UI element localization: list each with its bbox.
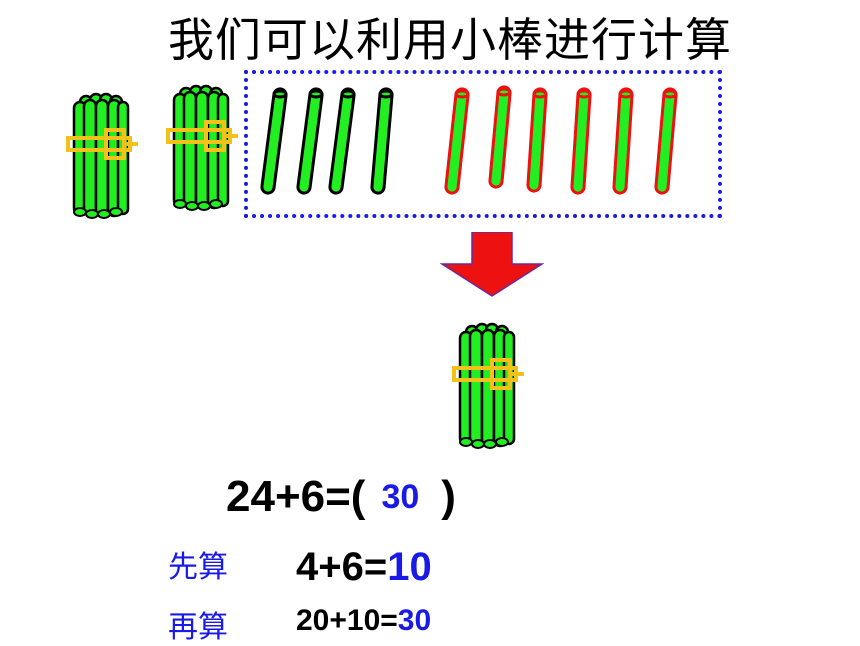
step1-label: 先算	[168, 550, 228, 585]
stick-icon	[328, 87, 356, 195]
dotted-selection-box	[244, 70, 722, 218]
stick-icon	[444, 87, 470, 195]
step2-equation: 20+10=30	[296, 604, 431, 638]
step1-answer: 10	[387, 545, 432, 589]
bundle-icon	[166, 80, 246, 220]
stick-icon	[296, 87, 324, 195]
step2-label: 再算	[168, 610, 228, 645]
bundle-icon	[452, 318, 532, 458]
bundle-icon	[66, 88, 146, 228]
stick-icon	[654, 87, 678, 195]
stick-icon	[526, 87, 548, 193]
step1-equation: 4+6=10	[296, 545, 432, 590]
main-answer: 30	[381, 478, 420, 516]
step2-expression: 20+10=	[296, 604, 398, 637]
single-sticks-group	[260, 85, 678, 195]
stick-icon	[570, 87, 592, 195]
main-equation-suffix: )	[441, 472, 456, 521]
page-title: 我们可以利用小棒进行计算	[168, 13, 732, 67]
main-equation-prefix: 24+6=(	[226, 472, 366, 521]
down-arrow-icon	[440, 232, 544, 297]
stick-icon	[488, 85, 512, 189]
stick-icon	[260, 87, 288, 195]
step2-answer: 30	[397, 604, 432, 637]
stick-icon	[370, 87, 394, 195]
stick-icon	[612, 87, 634, 195]
step1-expression: 4+6=	[296, 545, 388, 589]
main-equation: 24+6=( 30)	[226, 472, 456, 522]
